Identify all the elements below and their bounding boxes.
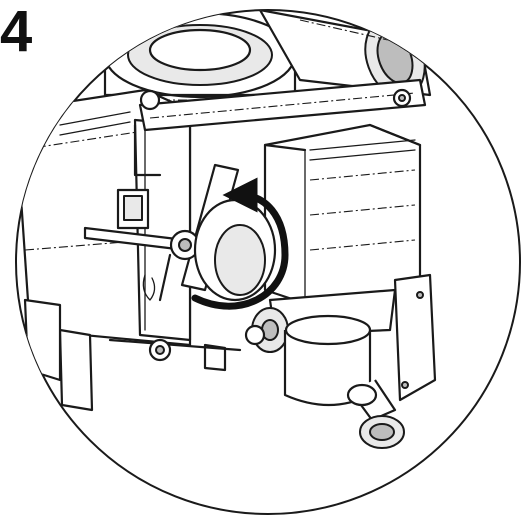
mounting-frame xyxy=(133,78,427,177)
step-number: 4 xyxy=(0,0,32,64)
lower-pipe-assembly xyxy=(251,288,405,449)
curved-arrow-clockwise-icon xyxy=(191,177,289,310)
right-bracket xyxy=(393,273,437,402)
motor-housing xyxy=(263,123,422,307)
round-port xyxy=(193,198,277,302)
